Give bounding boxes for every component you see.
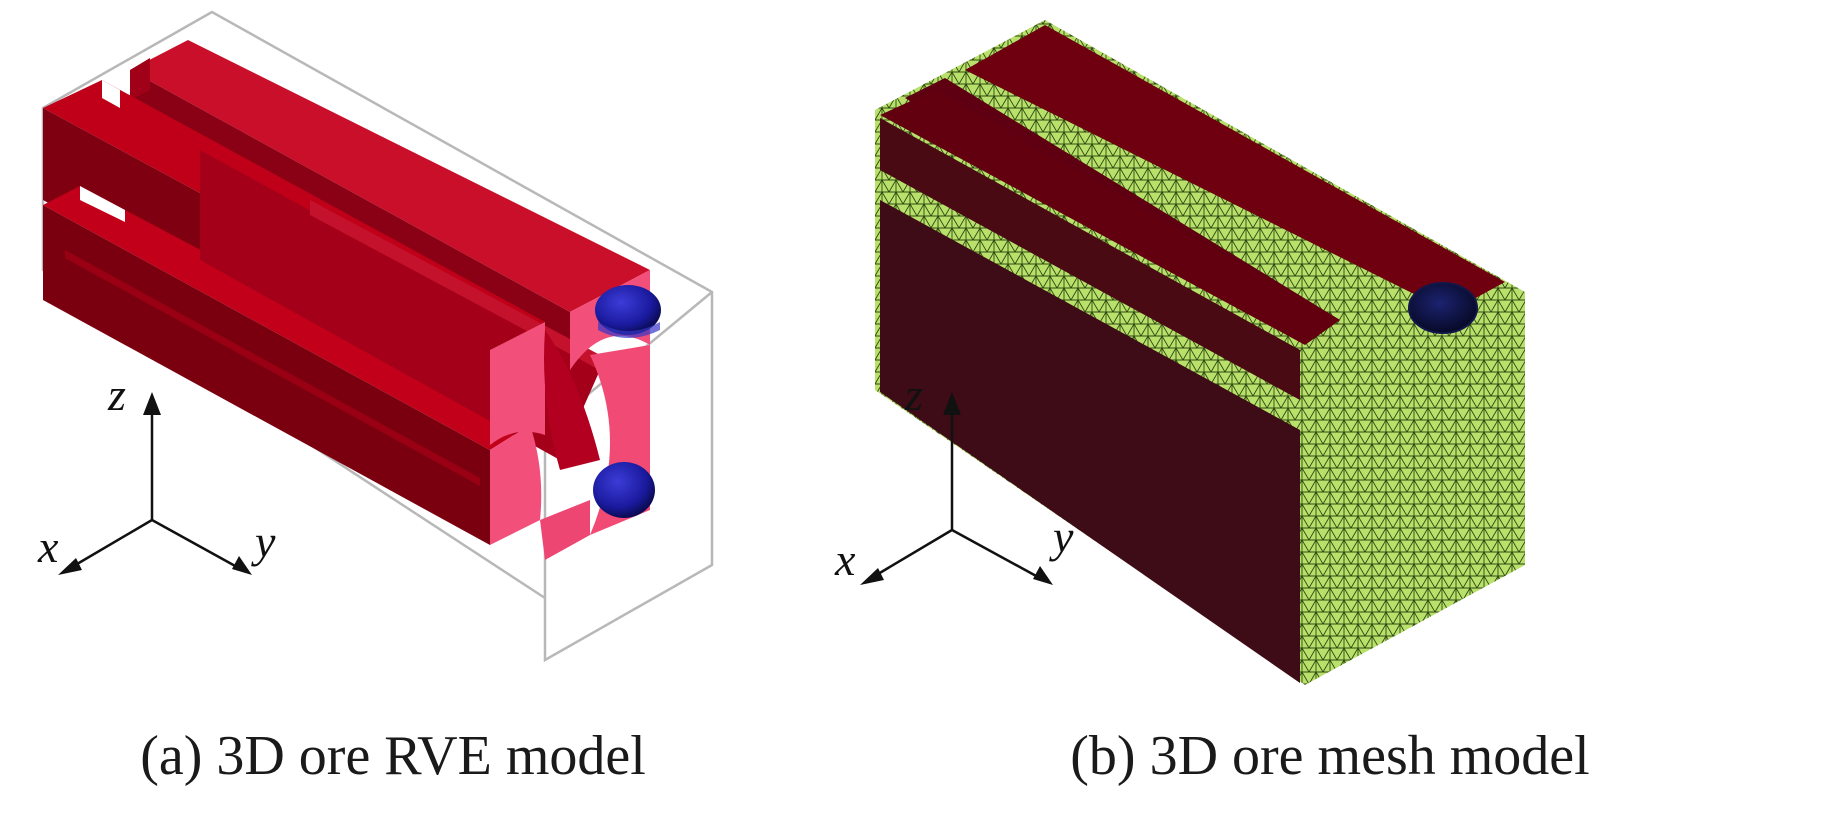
- ore-regions-top: [880, 25, 1505, 345]
- axis-triad-b: [860, 392, 1053, 585]
- blue-particle-mesh: [1408, 282, 1478, 334]
- blue-particle-bottom: [593, 462, 655, 518]
- blue-particle-top: [595, 285, 661, 335]
- axis-label-x-a: x: [37, 521, 59, 572]
- caption-panel-b: (b) 3D ore mesh model: [1070, 725, 1590, 787]
- blue-particles: [593, 285, 661, 518]
- ore-bar-left-bottom: [43, 186, 530, 545]
- axis-label-z-b: z: [904, 369, 923, 420]
- axis-label-y-b: y: [1049, 511, 1074, 562]
- axis-label-z-a: z: [107, 369, 126, 420]
- panel-b: z x y: [834, 20, 1525, 685]
- panel-a: z x y: [37, 10, 714, 663]
- mesh-top-face: [875, 20, 1525, 412]
- ore-regions-front: [880, 118, 1300, 683]
- axis-label-x-b: x: [834, 534, 856, 585]
- caption-panel-a: (a) 3D ore RVE model: [140, 725, 646, 787]
- axis-triad-a: [58, 392, 252, 575]
- mesh-end-face: [1305, 292, 1525, 685]
- axis-label-y-a: y: [251, 516, 276, 567]
